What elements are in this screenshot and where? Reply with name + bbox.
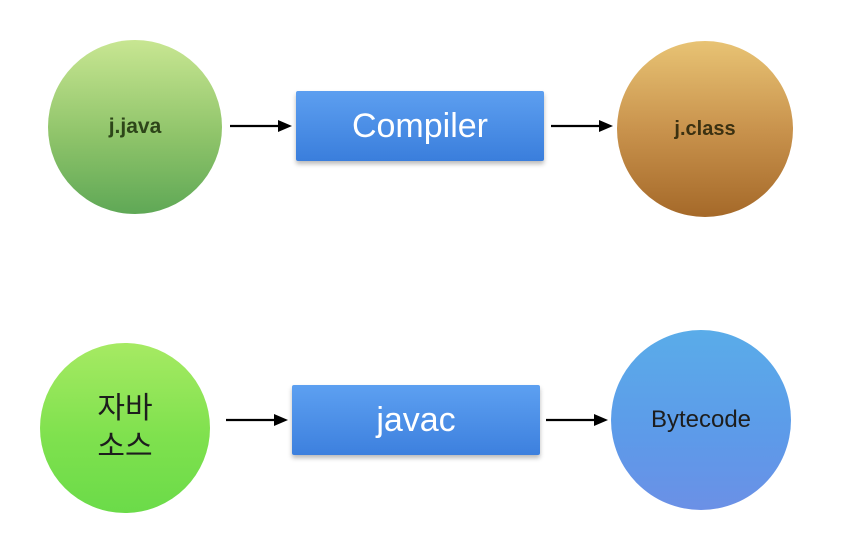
- arrow-compiler-to-class: [551, 120, 613, 132]
- class-file-label: j.class: [674, 117, 736, 140]
- java-source-node: 자바 소스: [40, 343, 210, 513]
- source-file-node: j.java: [48, 40, 222, 214]
- compiler-box: Compiler: [296, 91, 544, 161]
- compiler-label: Compiler: [351, 106, 489, 145]
- arrow-source-to-javac: [226, 414, 288, 426]
- arrow-javac-to-bytecode: [546, 414, 608, 426]
- javac-label: javac: [376, 400, 456, 439]
- java-source-label: 자바 소스: [97, 392, 153, 463]
- class-file-node: j.class: [617, 41, 793, 217]
- javac-box: javac: [292, 385, 540, 455]
- bytecode-node: Bytecode: [611, 330, 791, 510]
- bytecode-label: Bytecode: [650, 406, 752, 433]
- arrow-source-to-compiler: [230, 120, 292, 132]
- source-file-label: j.java: [108, 115, 162, 138]
